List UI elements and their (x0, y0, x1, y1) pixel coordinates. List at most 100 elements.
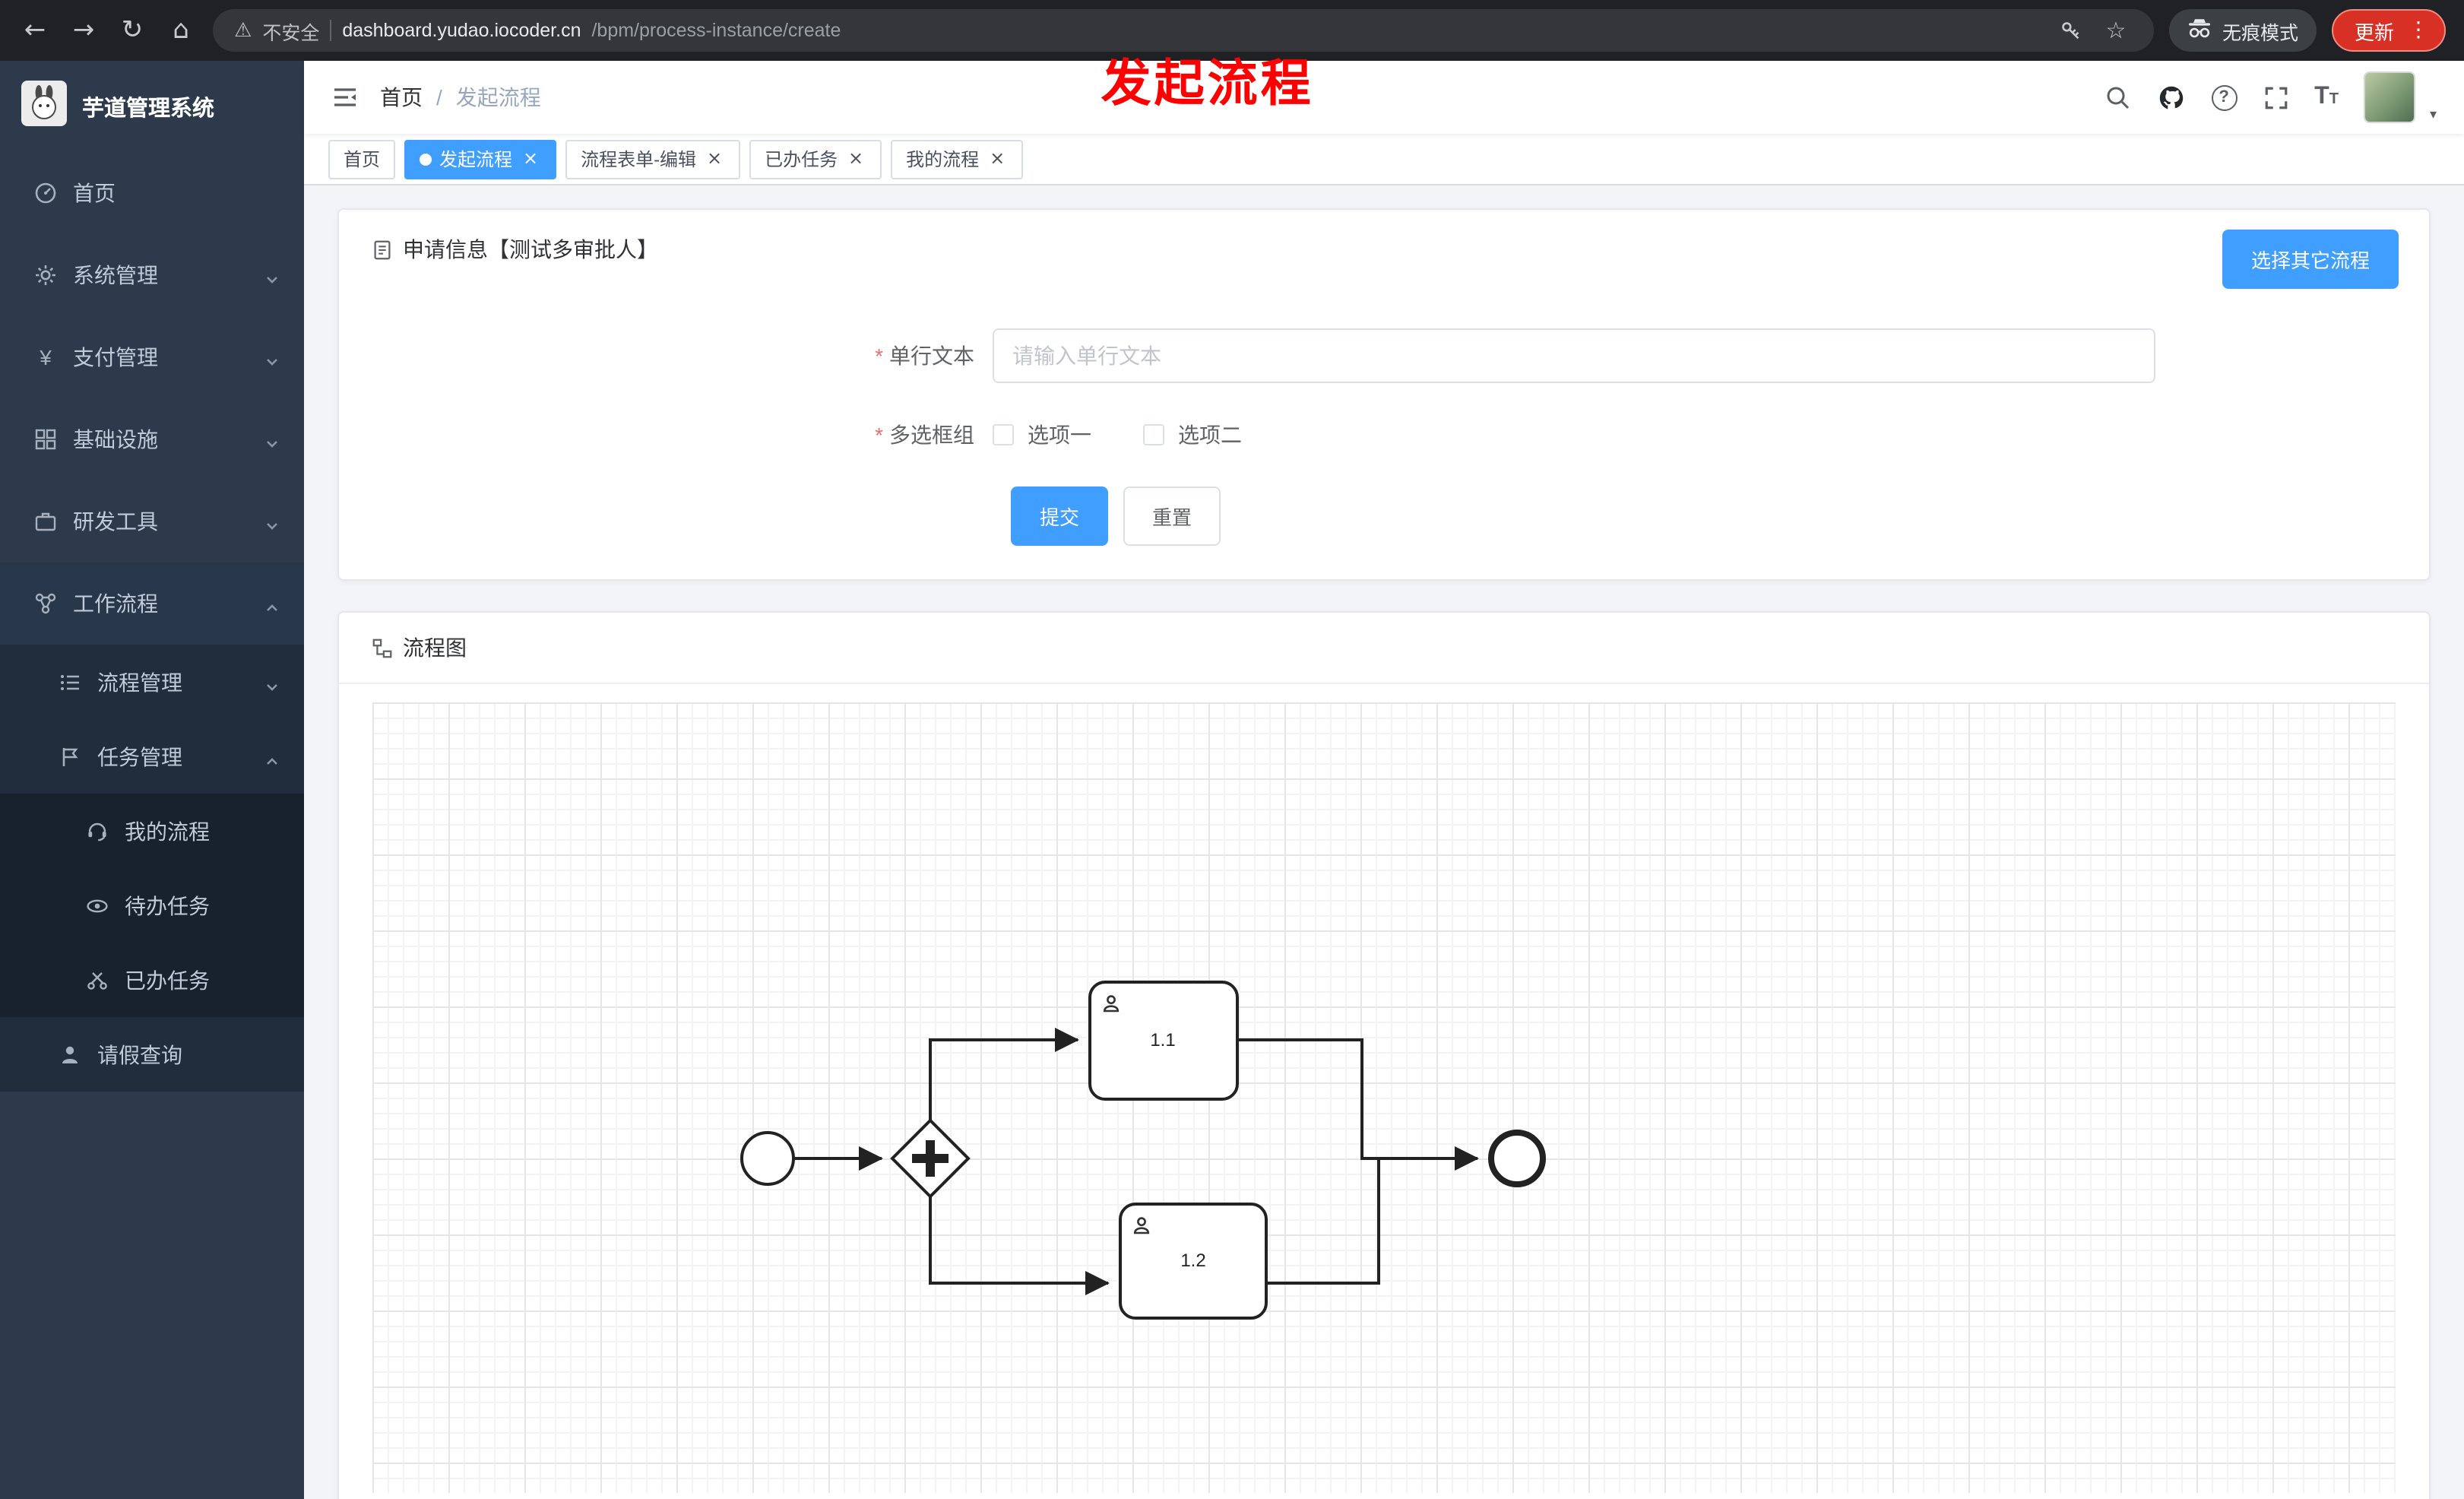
form-card-title-text: 申请信息【测试多审批人】 (403, 237, 658, 261)
close-icon[interactable]: × (848, 147, 864, 168)
sidebar-item-label: 首页 (73, 181, 116, 205)
update-button[interactable]: 更新 ⋮ (2331, 9, 2446, 52)
sidebar-submenu-workflow: 流程管理 任务管理 我的流程 (0, 645, 304, 1092)
chevron-up-icon (264, 596, 280, 620)
form-buttons: 提交 重置 (1011, 486, 2399, 546)
close-icon[interactable]: × (523, 147, 539, 168)
address-bar[interactable]: ⚠ 不安全 dashboard.yudao.iocoder.cn/bpm/pro… (213, 9, 2154, 52)
sidebar-item-task-mgmt[interactable]: 任务管理 (0, 719, 304, 794)
chevron-up-icon (264, 749, 280, 773)
breadcrumb-separator: / (436, 85, 442, 109)
sidebar-item-my-processes[interactable]: 我的流程 (0, 794, 304, 868)
checkbox-icon[interactable] (1143, 424, 1164, 445)
help-icon[interactable]: ? (2211, 84, 2238, 110)
avatar-caret-icon[interactable]: ▾ (2429, 108, 2437, 123)
infrastructure-icon (33, 427, 58, 452)
sidebar-item-label: 基础设施 (73, 427, 158, 452)
chevron-down-icon (264, 432, 280, 456)
tab-label: 发起流程 (439, 149, 513, 170)
done-icon (85, 968, 109, 992)
bpmn-task-label: 1.1 (1150, 1030, 1175, 1051)
sidebar-item-payment[interactable]: ¥ 支付管理 (0, 316, 304, 398)
address-divider (330, 20, 332, 41)
required-mark: * (875, 344, 883, 368)
dashboard-icon (33, 181, 58, 205)
checkbox-option-1[interactable]: 选项一 (993, 420, 1091, 450)
sidebar-item-label: 已办任务 (125, 968, 210, 992)
sidebar-item-label: 研发工具 (73, 509, 158, 534)
user-task-icon (1133, 1217, 1150, 1234)
diagram-card-title-text: 流程图 (403, 635, 467, 660)
sidebar-item-leave-query[interactable]: 请假查询 (0, 1017, 304, 1092)
form-row-single-text: *单行文本 (369, 328, 2399, 383)
workflow-icon (33, 591, 58, 616)
chevron-down-icon (264, 350, 280, 374)
sidebar-item-devtools[interactable]: 研发工具 (0, 480, 304, 563)
tab-label: 首页 (344, 149, 381, 170)
active-dot (420, 153, 432, 165)
user-avatar[interactable] (2364, 71, 2416, 123)
form-row-checkbox-group: *多选框组 选项一 选项二 (369, 420, 2399, 450)
sidebar-item-system[interactable]: 系统管理 (0, 234, 304, 316)
chevron-down-icon (264, 514, 280, 538)
todo-eye-icon (85, 893, 109, 917)
single-text-label: *单行文本 (875, 344, 974, 368)
close-icon[interactable]: × (990, 147, 1006, 168)
browser-menu-icon[interactable]: ⋮ (2408, 18, 2429, 43)
task-icon (58, 744, 82, 769)
sidebar-item-workflow[interactable]: 工作流程 (0, 563, 304, 645)
sidebar-item-todo-tasks[interactable]: 待办任务 (0, 868, 304, 943)
annotation-overlay: 发起流程 (1101, 55, 1314, 111)
single-text-input[interactable] (993, 328, 2155, 383)
bookmark-star-icon[interactable]: ☆ (2105, 17, 2127, 44)
tab-done-tasks[interactable]: 已办任务 × (749, 139, 882, 179)
select-other-process-button[interactable]: 选择其它流程 (2222, 230, 2399, 289)
sidebar-item-infrastructure[interactable]: 基础设施 (0, 398, 304, 480)
fullscreen-icon[interactable] (2263, 84, 2288, 110)
github-icon[interactable] (2156, 83, 2185, 112)
sidebar-item-process-mgmt[interactable]: 流程管理 (0, 645, 304, 719)
tab-home[interactable]: 首页 (328, 139, 396, 179)
tab-label: 流程表单-编辑 (581, 149, 697, 170)
sidebar-item-label: 工作流程 (73, 591, 158, 616)
breadcrumb: 首页 / 发起流程 (380, 82, 541, 113)
key-icon[interactable] (2055, 14, 2089, 47)
sidebar-item-label: 流程管理 (97, 670, 182, 694)
bpmn-flow (929, 1028, 1079, 1120)
reset-button[interactable]: 重置 (1123, 486, 1221, 546)
checkbox-icon[interactable] (993, 424, 1014, 445)
apply-info-card: 申请信息【测试多审批人】 选择其它流程 *单行文本 *多选框组 (337, 208, 2431, 581)
flowchart-icon (369, 635, 394, 660)
bpmn-flow (1237, 1038, 1379, 1160)
tab-my-processes[interactable]: 我的流程 × (891, 139, 1024, 179)
tab-start-process[interactable]: 发起流程 × (404, 139, 557, 179)
submit-button[interactable]: 提交 (1011, 486, 1109, 546)
browser-back-icon[interactable]: ← (24, 15, 46, 46)
browser-home-icon[interactable]: ⌂ (173, 15, 189, 46)
checkbox-group-label: *多选框组 (875, 423, 974, 447)
bpmn-canvas[interactable]: 1.1 1.2 (372, 702, 2396, 1493)
user-task-icon (1103, 995, 1120, 1013)
process-diagram-card: 流程图 (337, 611, 2431, 1499)
checkbox-option-2[interactable]: 选项二 (1143, 420, 1242, 450)
sidebar-item-label: 待办任务 (125, 893, 210, 917)
sidebar-item-done-tasks[interactable]: 已办任务 (0, 943, 304, 1017)
bpmn-gateway-plus-icon (912, 1140, 949, 1177)
bpmn-flow (929, 1196, 1110, 1295)
close-icon[interactable]: × (707, 147, 723, 168)
sidebar-logo[interactable]: 芋道管理系统 (0, 61, 304, 152)
tab-form-edit[interactable]: 流程表单-编辑 × (565, 139, 741, 179)
gear-icon (33, 263, 58, 287)
breadcrumb-home[interactable]: 首页 (380, 85, 423, 109)
browser-forward-icon[interactable]: → (72, 15, 95, 46)
checkbox-group: 选项一 选项二 (993, 420, 1242, 450)
incognito-label: 无痕模式 (2222, 22, 2298, 43)
bpmn-start-event (740, 1131, 795, 1186)
sidebar-item-home[interactable]: 首页 (0, 152, 304, 234)
browser-reload-icon[interactable]: ↻ (121, 15, 144, 46)
sidebar-collapse-icon[interactable] (331, 84, 359, 111)
search-icon[interactable] (2103, 84, 2130, 111)
sidebar-item-label: 我的流程 (125, 819, 210, 843)
